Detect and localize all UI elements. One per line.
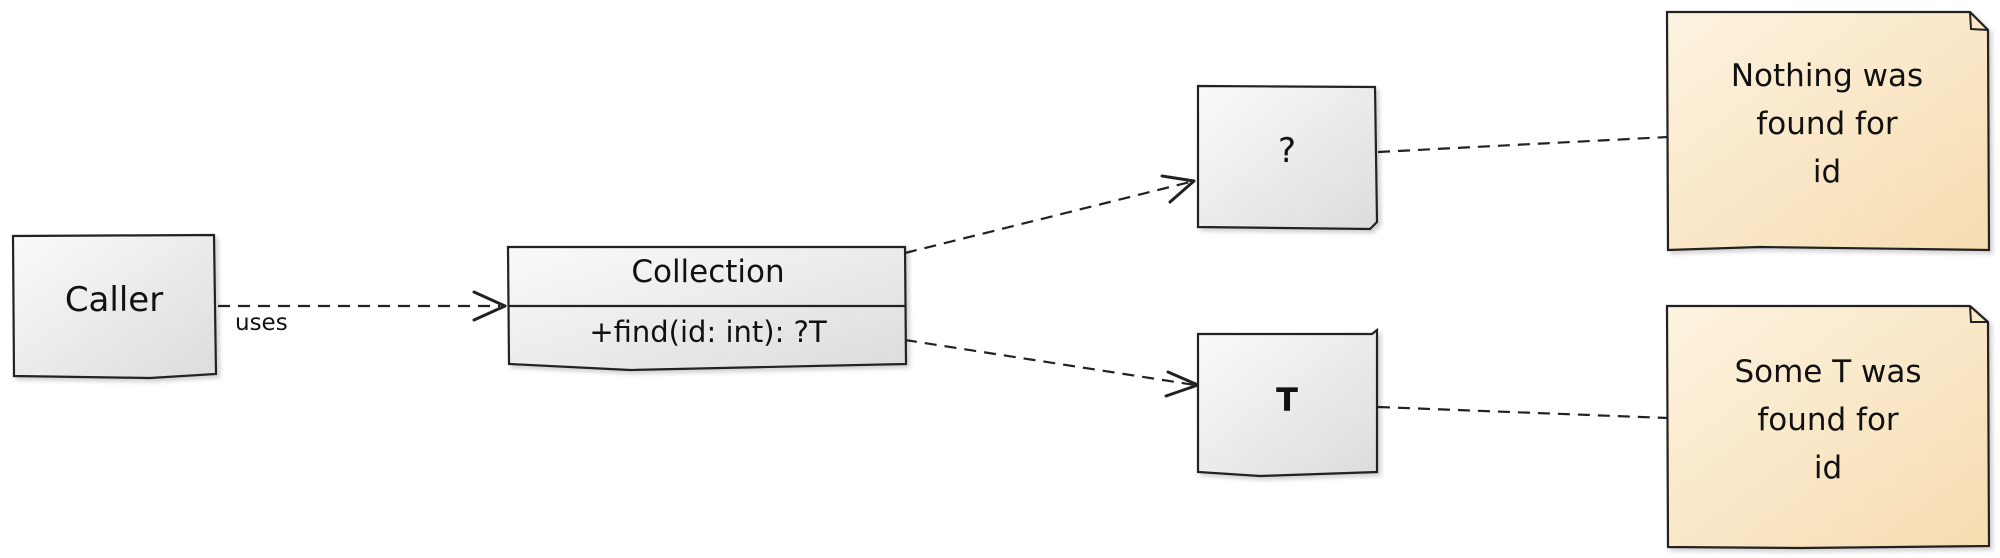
note-fold-icon xyxy=(1969,11,1989,31)
note-fold-icon xyxy=(1969,305,1988,323)
collection-to-t-line xyxy=(904,338,1196,387)
nothing-found-note xyxy=(1665,10,1991,252)
note-line: found for xyxy=(1757,402,1899,438)
note-line: Nothing was xyxy=(1731,58,1923,94)
uses-edge-label: uses xyxy=(235,310,288,336)
collection-class-box xyxy=(506,245,908,372)
connectors xyxy=(218,135,1669,420)
unknown-result-box xyxy=(1196,84,1379,231)
some-t-found-note xyxy=(1665,304,1991,550)
collection-find-method: +find(id: int): ?T xyxy=(589,315,827,349)
note-line: found for xyxy=(1756,106,1898,142)
caller-label: Caller xyxy=(65,280,163,320)
nothing-found-note-text: Nothing was found for id xyxy=(1731,58,1923,190)
unknown-to-nothing-note-link xyxy=(1377,135,1669,154)
t-result-label: T xyxy=(1276,381,1298,419)
note-line: id xyxy=(1813,154,1841,190)
t-result-box xyxy=(1196,327,1379,478)
some-t-found-note-text: Some T was found for id xyxy=(1734,354,1921,486)
unknown-result-label: ? xyxy=(1278,131,1296,171)
note-line: id xyxy=(1814,450,1842,486)
note-line: Some T was xyxy=(1734,354,1921,390)
caller-box xyxy=(11,233,218,380)
uses-arrowhead-icon xyxy=(472,290,507,322)
unknown-arrowhead-icon xyxy=(1160,174,1196,204)
t-to-some-note-link xyxy=(1377,405,1669,420)
collection-to-unknown-line xyxy=(904,180,1191,255)
collection-class-name: Collection xyxy=(631,254,784,290)
